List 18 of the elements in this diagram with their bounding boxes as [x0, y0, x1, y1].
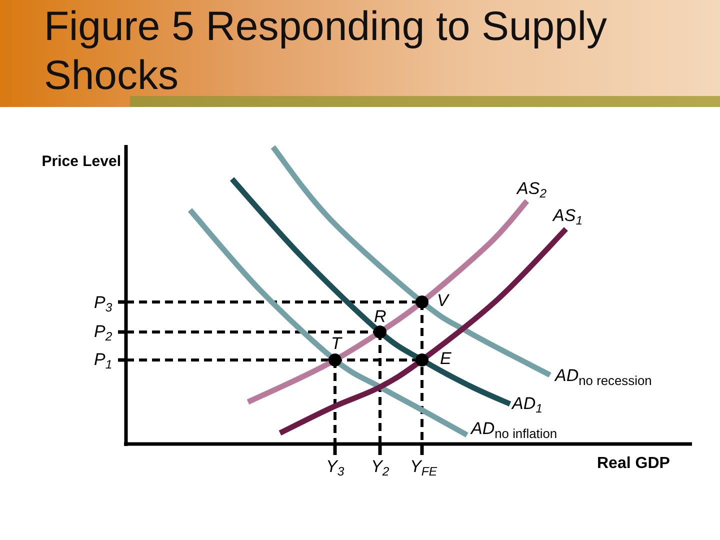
curve-label: AD$_{1}$ [512, 395, 542, 413]
tick-label: P$_{2}$ [94, 323, 112, 341]
tick-label: P$_{1}$ [94, 351, 112, 369]
point-label: E [440, 350, 452, 368]
curve-label: AD$_{no inflation}$ [471, 420, 558, 438]
curve-label: AS$_{2}$ [517, 180, 546, 198]
tick-label: Y$_{3}$ [326, 458, 344, 476]
axis-label: Price Level [42, 153, 121, 171]
curve-label: AS$_{1}$ [553, 207, 582, 225]
point-label: T [331, 335, 342, 353]
tick-label: Y$_{2}$ [371, 458, 390, 476]
point-label: V [437, 292, 448, 310]
curve-label: AD$_{no recession}$ [555, 367, 652, 385]
tick-label: P$_{3}$ [94, 294, 112, 312]
axis-label: Real GDP [597, 455, 670, 473]
point-label: R [374, 308, 386, 326]
tick-label: Y$_{FE}$ [410, 458, 437, 476]
slide-title: Figure 5 Responding to Supply Shocks [44, 2, 608, 100]
